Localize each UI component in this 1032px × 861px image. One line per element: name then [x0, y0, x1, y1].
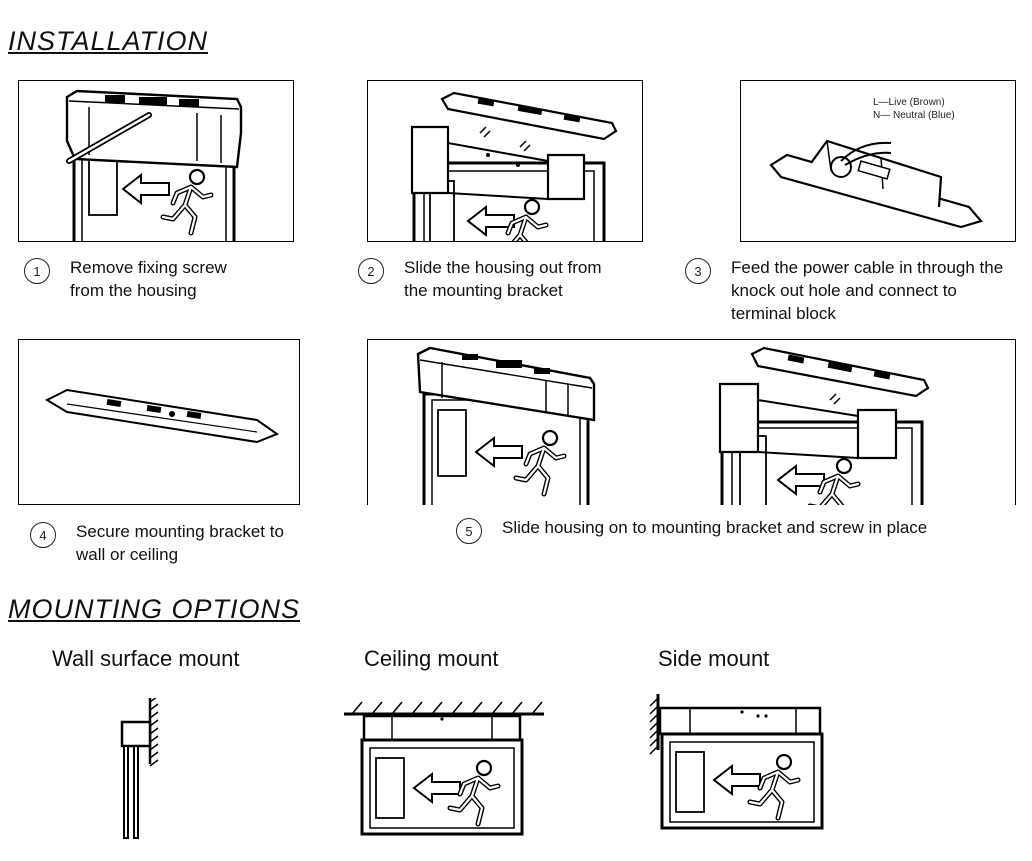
step-number: 2 — [358, 258, 384, 284]
mounting-options-title: MOUNTING OPTIONS — [8, 594, 300, 624]
live-wire-label: L—Live (Brown) — [873, 97, 945, 108]
side-mount-diagram — [649, 694, 824, 830]
step-4-illustration — [18, 339, 300, 505]
step-2: 2 Slide the housing out from the mountin… — [358, 256, 602, 302]
ceiling-mount-label: Ceiling mount — [364, 646, 499, 671]
step-text: Secure mounting bracket to wall or ceili… — [76, 522, 284, 564]
step-1-illustration — [18, 80, 294, 242]
step-number: 1 — [24, 258, 50, 284]
step-text: Remove fixing screw from the housing — [70, 258, 227, 300]
installation-title: INSTALLATION — [8, 26, 209, 56]
step-2-illustration — [367, 80, 643, 242]
step-text: Slide housing on to mounting bracket and… — [502, 518, 928, 537]
step-number: 3 — [685, 258, 711, 284]
neutral-wire-label: N— Neutral (Blue) — [873, 110, 955, 121]
step-text: Slide the housing out from the mounting … — [404, 258, 602, 300]
step-5-illustration — [367, 339, 1016, 505]
step-1: 1 Remove fixing screw from the housing — [24, 256, 227, 302]
step-3-illustration: L—Live (Brown) N— Neutral (Blue) — [740, 80, 1016, 242]
step-number: 5 — [456, 518, 482, 544]
side-mount-label: Side mount — [658, 646, 770, 671]
ceiling-mount-diagram — [344, 701, 544, 836]
step-text: Feed the power cable in through the knoc… — [731, 258, 1004, 323]
step-3: 3 Feed the power cable in through the kn… — [685, 256, 1003, 325]
wall-surface-mount-label: Wall surface mount — [52, 646, 240, 671]
step-5: 5 Slide housing on to mounting bracket a… — [456, 516, 927, 544]
step-4: 4 Secure mounting bracket to wall or cei… — [30, 520, 284, 566]
wall-surface-mount-diagram — [120, 698, 159, 839]
step-number: 4 — [30, 522, 56, 548]
